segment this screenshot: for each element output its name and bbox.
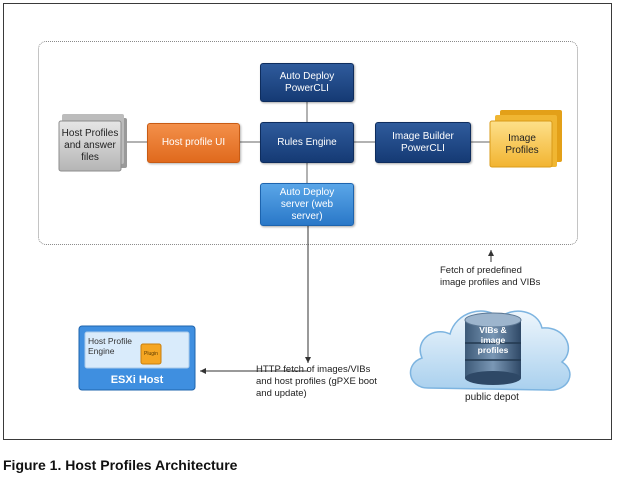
plugin-label: Plugin — [144, 351, 158, 357]
host-profile-ui-label: Host profile UI — [161, 137, 226, 148]
image-profiles-folder-icon — [489, 110, 562, 168]
auto-deploy-server-label: Auto Deploy server (web server) — [279, 186, 335, 222]
host-profiles-folder-icon — [58, 114, 127, 172]
auto-deploy-server-box: Auto Deploy server (web server) — [260, 183, 354, 226]
auto-deploy-powercli-box: Auto Deploy PowerCLI — [260, 63, 354, 102]
rules-engine-label: Rules Engine — [277, 136, 337, 148]
database-icon — [464, 312, 522, 385]
esxi-host-box — [78, 325, 196, 391]
figure-caption: Figure 1. Host Profiles Architecture — [3, 457, 238, 473]
http-fetch-annotation: HTTP fetch of images/VIBs and host profi… — [256, 364, 377, 399]
fetch-predefined-annotation: Fetch of predefined image profiles and V… — [440, 265, 541, 288]
host-profiles-files-label: Host Profiles and answer files — [61, 128, 119, 163]
image-profiles-label: Image Profiles — [505, 133, 539, 156]
host-profile-ui-box: Host profile UI — [147, 123, 240, 163]
host-profile-engine-label: Host Profile Engine — [88, 336, 132, 356]
esxi-host-label: ESXi Host — [110, 374, 164, 386]
image-builder-powercli-box: Image Builder PowerCLI — [375, 122, 471, 163]
image-builder-powercli-label: Image Builder PowerCLI — [392, 130, 454, 154]
public-depot-label: public depot — [465, 392, 519, 403]
vibs-image-profiles-label: VIBs & image profiles — [477, 325, 509, 355]
rules-engine-box: Rules Engine — [260, 122, 354, 163]
auto-deploy-powercli-label: Auto Deploy PowerCLI — [279, 70, 335, 94]
